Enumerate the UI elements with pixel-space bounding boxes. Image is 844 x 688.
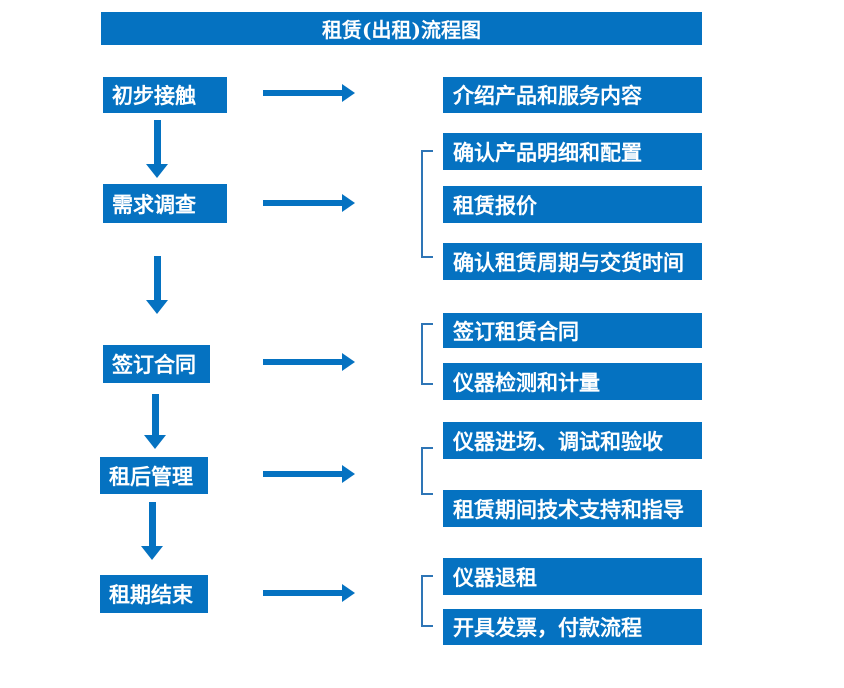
output-box: 确认租赁周期与交货时间 — [443, 243, 702, 280]
arrow-head — [146, 300, 168, 314]
arrow-head — [342, 584, 355, 602]
output-box: 仪器进场、调试和验收 — [443, 422, 702, 459]
output-box: 开具发票，付款流程 — [443, 609, 702, 645]
arrow-right-icon — [263, 465, 355, 483]
group-bracket — [421, 150, 433, 258]
arrow-head — [141, 546, 163, 560]
arrow-right-icon — [263, 353, 355, 371]
arrow-head — [144, 435, 166, 449]
arrow-right-icon — [263, 84, 355, 102]
arrow-head — [342, 465, 355, 483]
arrow-shaft — [153, 120, 161, 164]
arrow-head — [342, 84, 355, 102]
flowchart-title: 租赁(出租)流程图 — [101, 12, 702, 45]
arrow-shaft — [263, 90, 342, 96]
arrow-head — [146, 164, 168, 178]
arrow-shaft — [263, 200, 342, 206]
output-box: 租赁期间技术支持和指导 — [443, 490, 702, 527]
arrow-head — [342, 353, 355, 371]
stage-box-demand-survey: 需求调查 — [103, 184, 227, 223]
output-box: 确认产品明细和配置 — [443, 133, 702, 170]
output-box: 签订租赁合同 — [443, 313, 702, 348]
arrow-shaft — [153, 256, 161, 300]
arrow-shaft — [148, 502, 156, 546]
stage-box-sign-contract: 签订合同 — [103, 345, 210, 383]
group-bracket — [421, 447, 433, 495]
output-box: 仪器检测和计量 — [443, 363, 702, 400]
arrow-down-icon — [144, 394, 166, 449]
arrow-shaft — [263, 359, 342, 365]
arrow-down-icon — [146, 120, 168, 178]
stage-box-initial-contact: 初步接触 — [103, 77, 227, 113]
stage-box-rental-end: 租期结束 — [100, 575, 208, 613]
stage-box-post-rental-mgmt: 租后管理 — [100, 457, 208, 494]
arrow-head — [342, 194, 355, 212]
group-bracket — [421, 323, 433, 385]
arrow-down-icon — [146, 256, 168, 314]
arrow-shaft — [263, 471, 342, 477]
arrow-right-icon — [263, 194, 355, 212]
output-box: 仪器退租 — [443, 558, 702, 595]
output-box: 介绍产品和服务内容 — [443, 77, 702, 113]
arrow-right-icon — [263, 584, 355, 602]
arrow-down-icon — [141, 502, 163, 560]
arrow-shaft — [151, 394, 159, 435]
group-bracket — [421, 575, 433, 627]
arrow-shaft — [263, 590, 342, 596]
output-box: 租赁报价 — [443, 186, 702, 223]
